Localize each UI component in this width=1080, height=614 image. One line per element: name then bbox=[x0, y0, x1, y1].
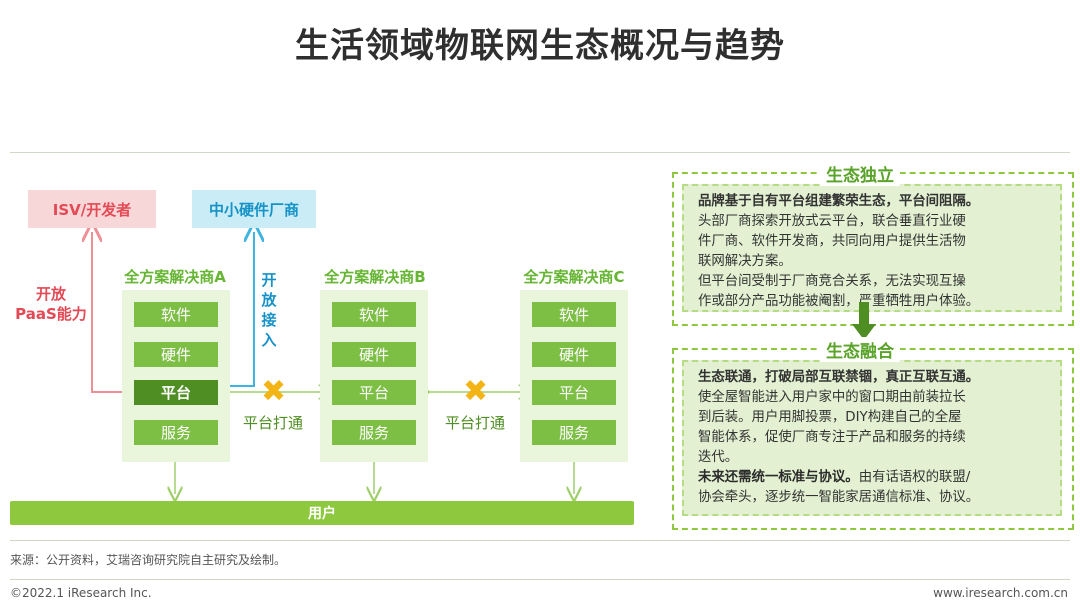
source-note: 来源：公开资料，艾瑞咨询研究院自主研究及绘制。 bbox=[10, 553, 287, 567]
independent-line: 件厂商、软件开发商，共同向用户提供生活物 bbox=[698, 234, 966, 249]
arrow-down-icon bbox=[852, 302, 876, 340]
open-paas-label-line2: PaaS能力 bbox=[15, 305, 87, 323]
vendor-a-hardware: 硬件 bbox=[134, 342, 218, 367]
panel-fusion: 生态联通，打破局部互联禁锢，真正互联互通。 使全屋智能进入用户家中的窗口期由前装… bbox=[672, 348, 1074, 530]
page-title: 生活领域物联网生态概况与趋势 bbox=[295, 26, 785, 66]
open-access-label: 开 放 接 入 bbox=[259, 270, 279, 350]
user-bar: 用户 bbox=[10, 501, 634, 525]
open-paas-label: 开放 PaaS能力 bbox=[10, 284, 92, 324]
vendor-c-box: 软件 硬件 平台 服务 bbox=[520, 290, 628, 462]
panel-fusion-title: 生态融合 bbox=[820, 337, 900, 362]
source-divider bbox=[10, 540, 1070, 541]
platform-connect-label: 平台打通 bbox=[445, 414, 506, 432]
fusion-line: 智能体系，促使厂商专注于产品和服务的持续 bbox=[698, 430, 966, 445]
panel-independent-inner: 品牌基于自有平台组建繁荣生态，平台间阻隔。 头部厂商探索开放式云平台，联合垂直行… bbox=[682, 184, 1062, 312]
vendor-a-title: 全方案解决商A bbox=[124, 268, 226, 286]
vendor-a-platform: 平台 bbox=[134, 380, 218, 405]
diagram-connectors bbox=[0, 0, 660, 540]
website: www.iresearch.com.cn bbox=[933, 586, 1068, 600]
vendor-b-title: 全方案解决商B bbox=[324, 268, 426, 286]
vendor-a-service: 服务 bbox=[134, 420, 218, 445]
fusion-line: 到后装。用户用脚投票，DIY构建自己的全屋 bbox=[698, 410, 962, 425]
fusion-line: 迭代。 bbox=[698, 450, 739, 465]
fusion-bold2: 未来还需统一标准与协议。 bbox=[698, 470, 859, 485]
fusion-bold: 生态联通，打破局部互联禁锢，真正互联互通。 bbox=[698, 370, 980, 385]
footer-divider bbox=[10, 579, 1070, 580]
vendor-b-hardware: 硬件 bbox=[332, 342, 416, 367]
copyright: ©2022.1 iResearch Inc. bbox=[10, 586, 152, 600]
vendor-c-hardware: 硬件 bbox=[532, 342, 616, 367]
fusion-text2a: 由有话语权的联盟/ bbox=[858, 470, 971, 485]
vendor-a-software: 软件 bbox=[134, 302, 218, 327]
platform-connect-label: 平台打通 bbox=[243, 414, 304, 432]
independent-line: 作或部分产品功能被阉割，严重牺牲用户体验。 bbox=[698, 294, 980, 309]
independent-bold: 品牌基于自有平台组建繁荣生态，平台间阻隔。 bbox=[698, 194, 980, 209]
panel-independent-title: 生态独立 bbox=[820, 161, 900, 186]
panel-fusion-inner: 生态联通，打破局部互联禁锢，真正互联互通。 使全屋智能进入用户家中的窗口期由前装… bbox=[682, 360, 1062, 516]
isv-developer-box: ISV/开发者 bbox=[28, 190, 156, 228]
vendor-b-platform: 平台 bbox=[332, 380, 416, 405]
independent-line: 头部厂商探索开放式云平台，联合垂直行业硬 bbox=[698, 214, 966, 229]
fusion-standards-line: 未来还需统一标准与协议。由有话语权的联盟/ bbox=[698, 468, 1052, 488]
vendor-c-title: 全方案解决商C bbox=[523, 268, 625, 286]
blocked-cross-icon: ✖ bbox=[261, 374, 287, 409]
fusion-line: 使全屋智能进入用户家中的窗口期由前装拉长 bbox=[698, 390, 966, 405]
open-access-char: 放 bbox=[261, 291, 277, 309]
fusion-line: 协会牵头，逐步统一智能家居通信标准、协议。 bbox=[698, 490, 980, 505]
vendor-b-box: 软件 硬件 平台 服务 bbox=[320, 290, 428, 462]
open-access-char: 入 bbox=[261, 331, 277, 349]
vendor-b-software: 软件 bbox=[332, 302, 416, 327]
independent-line: 但平台间受制于厂商竞合关系，无法实现互操 bbox=[698, 274, 966, 289]
open-access-char: 接 bbox=[261, 311, 277, 329]
independent-line: 联网解决方案。 bbox=[698, 254, 792, 269]
vendor-b-service: 服务 bbox=[332, 420, 416, 445]
small-hardware-vendor-box: 中小硬件厂商 bbox=[192, 190, 316, 228]
open-access-char: 开 bbox=[261, 271, 277, 289]
vendor-c-platform: 平台 bbox=[532, 380, 616, 405]
blocked-cross-icon: ✖ bbox=[463, 374, 489, 409]
top-divider bbox=[10, 152, 1070, 153]
vendor-c-service: 服务 bbox=[532, 420, 616, 445]
open-paas-label-line1: 开放 bbox=[35, 285, 66, 303]
vendor-a-box: 软件 硬件 平台 服务 bbox=[122, 290, 230, 462]
vendor-c-software: 软件 bbox=[532, 302, 616, 327]
